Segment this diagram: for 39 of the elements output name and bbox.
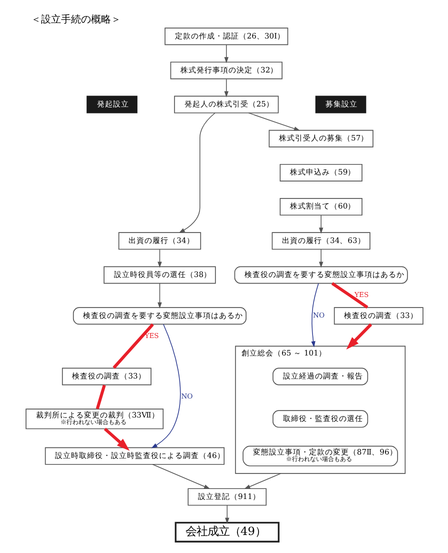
node-box: 設立時取締役・設立時監査役による調査（46）: [44, 447, 224, 465]
arrow: [224, 44, 228, 64]
node-box: 株式割当て（60）: [279, 198, 362, 216]
node-box: 募集設立: [314, 96, 366, 114]
node-box: 検査役の調査を要する変態設立事項はあるか: [234, 266, 408, 284]
arrow: [248, 112, 300, 131]
arrow: [150, 324, 180, 448]
node-box: 設立経過の調査・報告: [272, 368, 368, 386]
node-box: 出資の履行（34）: [118, 232, 201, 250]
arrow: [318, 249, 323, 268]
node-box: 発起設立: [86, 96, 137, 114]
arrow: [224, 505, 229, 524]
arrow: [103, 428, 130, 451]
connector: [95, 384, 106, 410]
node-box: 検査役の調査を要する変態設立事項はあるか: [72, 307, 246, 325]
node-box: 出資の履行（34、63）: [271, 232, 370, 250]
connector: [330, 282, 368, 309]
arrow: [157, 282, 162, 308]
arrow: [224, 78, 228, 98]
diagram-title: ＜設立手続の概略＞: [30, 14, 121, 26]
node-box: 設立登記（911）: [187, 488, 266, 506]
node-box: 設立時役員等の選任（38）: [103, 266, 216, 284]
arrow: [310, 283, 318, 348]
arrow: [244, 473, 281, 489]
node-box: 検査役の調査（33）: [61, 368, 151, 386]
node-box: 会社成立（49）: [174, 522, 279, 542]
arrow: [152, 464, 210, 489]
node-box: 発起人の株式引受（25）: [174, 96, 278, 114]
node-box: 株式引受人の募集（57）: [268, 130, 373, 148]
arrow: [318, 215, 323, 234]
arrow: [157, 249, 162, 268]
node-box: 株式申込み（59）: [279, 164, 362, 182]
node-box: 株式発行事項の決定（32）: [170, 62, 282, 80]
connector: [112, 323, 154, 369]
node-box: 取締役・監査役の選任: [272, 410, 368, 428]
node-box: 検査役の調査（33）: [333, 307, 423, 325]
arrow: [346, 323, 372, 350]
node-box: 定款の作成・認証（26、30Ⅰ）: [164, 28, 288, 46]
arrow: [178, 112, 215, 234]
